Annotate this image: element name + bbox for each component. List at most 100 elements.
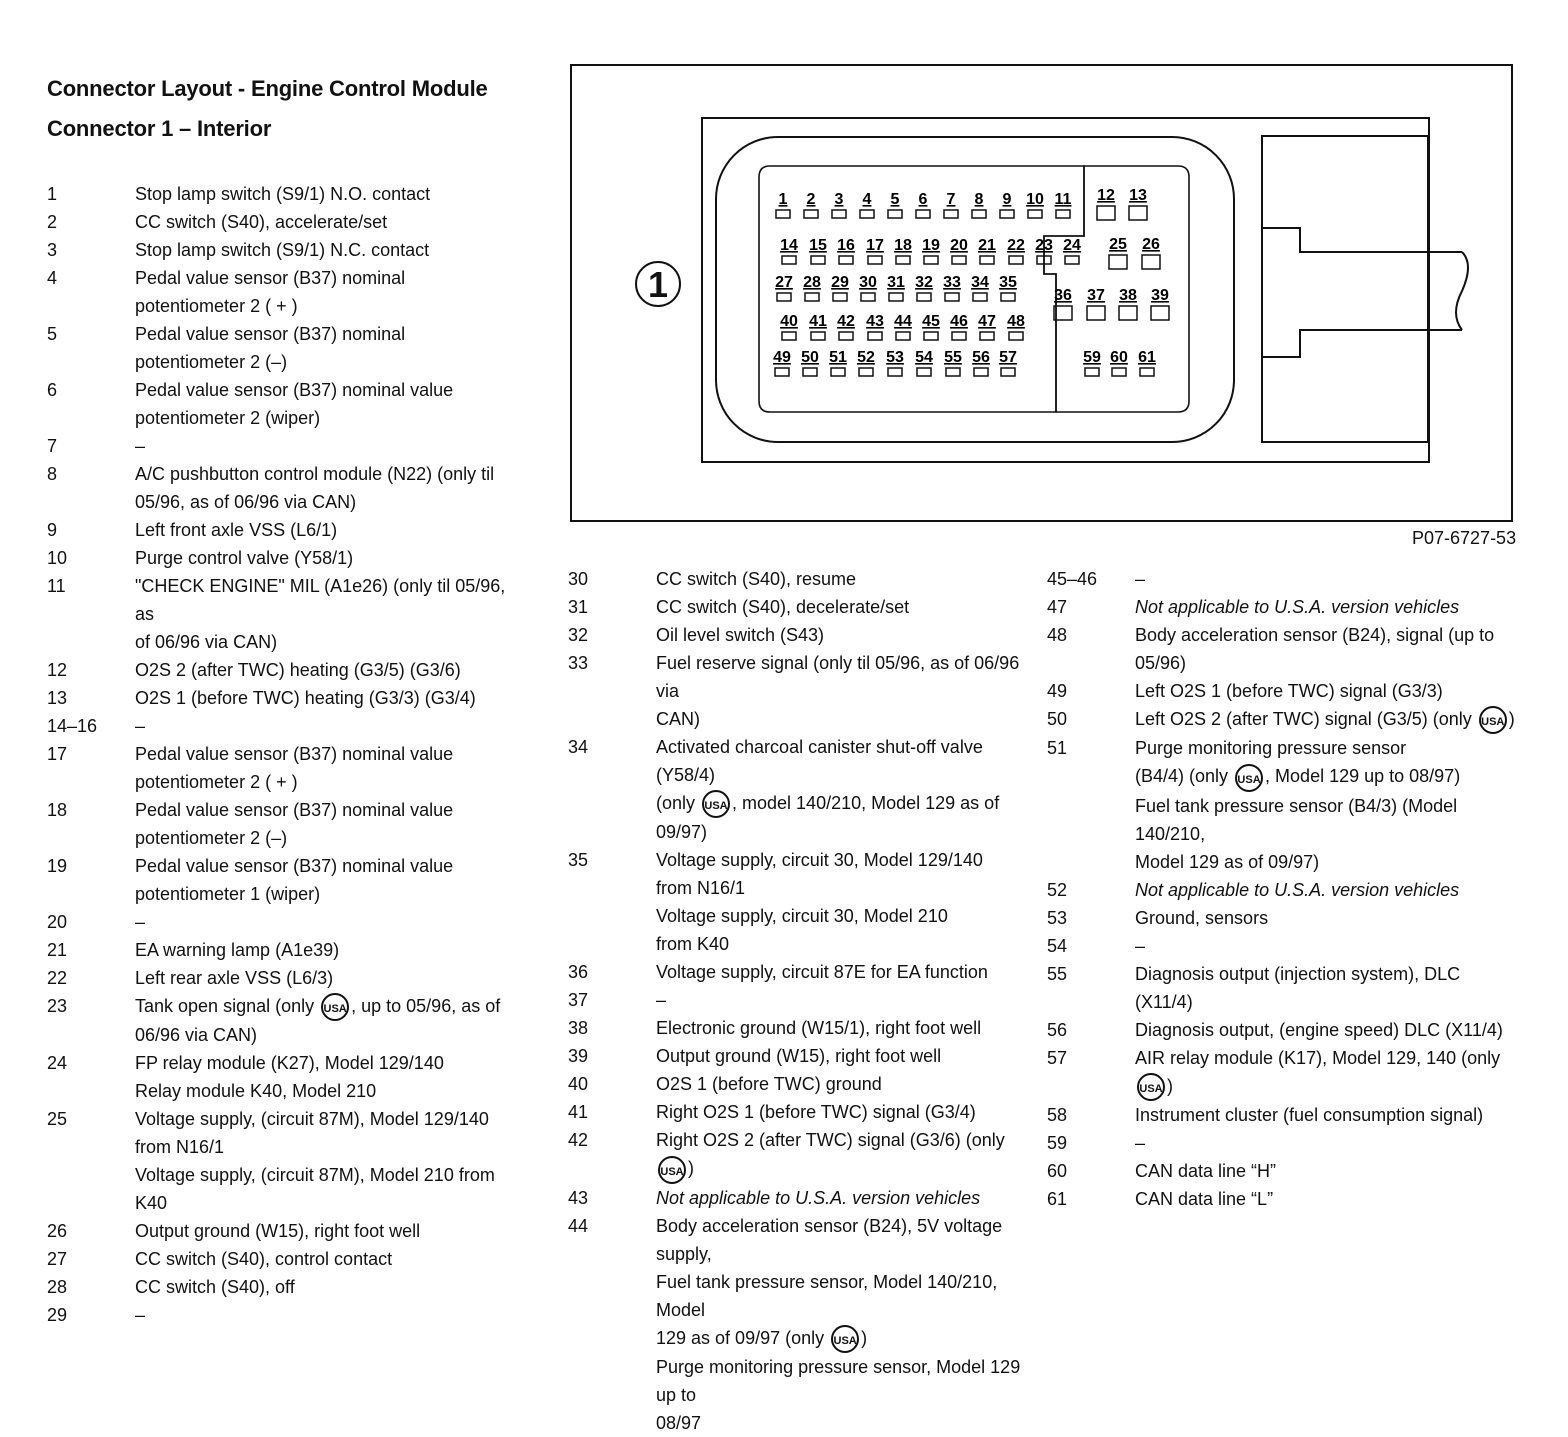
- pin-entry: 54–: [1047, 932, 1517, 960]
- pin-description: Fuel reserve signal (only til 05/96, as …: [656, 653, 1020, 729]
- pin-number: 34: [568, 737, 589, 757]
- pin-label: 33: [943, 274, 961, 291]
- pin-label: 4: [863, 191, 872, 208]
- pin-label: 14: [780, 237, 798, 254]
- pin-socket: [1055, 209, 1071, 219]
- pin-socket: [1064, 255, 1080, 265]
- pin-label: 38: [1119, 287, 1137, 304]
- pin-label: 43: [866, 313, 884, 330]
- usa-symbol-icon: USA: [1137, 1072, 1165, 1101]
- pin-number: 55: [1047, 963, 1068, 984]
- pin-number: 17: [47, 744, 68, 764]
- pin-socket: [945, 367, 961, 377]
- pin-description: Pedal value sensor (B37) nominal value p…: [135, 856, 454, 904]
- pin-label: 57: [999, 349, 1017, 366]
- pin-description: CC switch (S40), control contact: [135, 1249, 393, 1270]
- pin-entry: 37–: [568, 986, 1038, 1014]
- pin-description: O2S 2 (after TWC) heating (G3/5) (G3/6): [135, 660, 461, 680]
- pin-number: 39: [568, 1046, 589, 1067]
- pin-description: AIR relay module (K17), Model 129, 140 (…: [1135, 1044, 1517, 1101]
- pin-socket: [943, 209, 959, 219]
- pin-number: 51: [1047, 738, 1068, 759]
- pin-number: 19: [47, 856, 68, 876]
- pin-label: 20: [950, 237, 968, 254]
- pin-socket: [1086, 305, 1106, 321]
- pin-number: 23: [47, 996, 68, 1016]
- pin-socket: [781, 331, 797, 341]
- pin-label: 12: [1097, 187, 1115, 204]
- pin-number: 22: [47, 968, 68, 988]
- pin-socket: [895, 255, 911, 265]
- pin-label: 59: [1083, 349, 1101, 366]
- pin-socket: [1000, 292, 1016, 302]
- usa-symbol-icon: USA: [831, 1324, 860, 1353]
- pin-label: 31: [887, 274, 905, 291]
- pin-socket: [1096, 205, 1116, 221]
- pin-socket: [916, 292, 932, 302]
- pin-number: 20: [47, 912, 68, 932]
- pin-description: Voltage supply, (circuit 87M), Model 129…: [135, 1109, 495, 1214]
- pin-label: 56: [972, 349, 990, 366]
- pin-label: 54: [915, 349, 933, 366]
- pin-label: 18: [894, 237, 912, 254]
- pin-socket: [858, 367, 874, 377]
- pin-label: 24: [1063, 237, 1081, 254]
- pin-number: 50: [1047, 709, 1068, 729]
- pin-description: –: [135, 716, 146, 736]
- pin-socket: [951, 331, 967, 341]
- pin-number: 21: [47, 940, 68, 960]
- pin-label: 25: [1109, 236, 1127, 253]
- pin-entry: 14–16–: [47, 712, 527, 740]
- pin-label: 49: [773, 349, 791, 366]
- pin-socket: [802, 367, 818, 377]
- pin-number: 56: [1047, 1019, 1068, 1040]
- pin-number: 8: [47, 464, 58, 484]
- pin-label: 19: [922, 237, 940, 254]
- pin-label: 51: [829, 349, 847, 366]
- pin-number: 30: [568, 569, 589, 589]
- pin-entry: 25 Voltage supply, (circuit 87M), Model 1…: [47, 1105, 527, 1217]
- pin-description: CC switch (S40), resume: [656, 569, 857, 589]
- pin-number: 26: [47, 1221, 68, 1242]
- pin-description: Not applicable to U.S.A. version vehicle…: [1135, 597, 1460, 617]
- connector-face-outline: [715, 136, 1235, 443]
- pin-description: Ground, sensors: [1135, 907, 1269, 928]
- pin-label: 13: [1129, 187, 1147, 204]
- pin-description: –: [656, 990, 667, 1011]
- pin-socket: [832, 292, 848, 302]
- usa-symbol-icon: USA: [1478, 706, 1507, 735]
- pin-number: 10: [47, 548, 68, 568]
- pin-socket: [1027, 209, 1043, 219]
- pin-socket: [1084, 367, 1100, 377]
- pin-number: 25: [47, 1109, 68, 1130]
- pin-number: 11: [47, 576, 66, 596]
- pin-label: 40: [780, 313, 798, 330]
- pin-number: 38: [568, 1018, 589, 1039]
- pin-number: 42: [568, 1130, 589, 1151]
- pin-socket: [804, 292, 820, 302]
- pin-socket: [803, 209, 819, 219]
- pin-label: 10: [1026, 191, 1044, 208]
- pin-description: Pedal value sensor (B37) nominal value p…: [135, 744, 454, 792]
- pin-entry: 30 CC switch (S40), resume: [568, 565, 1038, 593]
- pin-description: –: [135, 912, 146, 932]
- pin-description: O2S 1 (before TWC) ground: [656, 1074, 882, 1095]
- cable: [1262, 227, 1462, 358]
- pin-description: O2S 1 (before TWC) heating (G3/3) (G3/4): [135, 688, 476, 708]
- pin-number: 9: [47, 520, 58, 540]
- pin-description: Voltage supply, circuit 30, Model 129/14…: [656, 850, 983, 955]
- pin-description: CC switch (S40), decelerate/set: [656, 597, 910, 617]
- pin-label: 50: [801, 349, 819, 366]
